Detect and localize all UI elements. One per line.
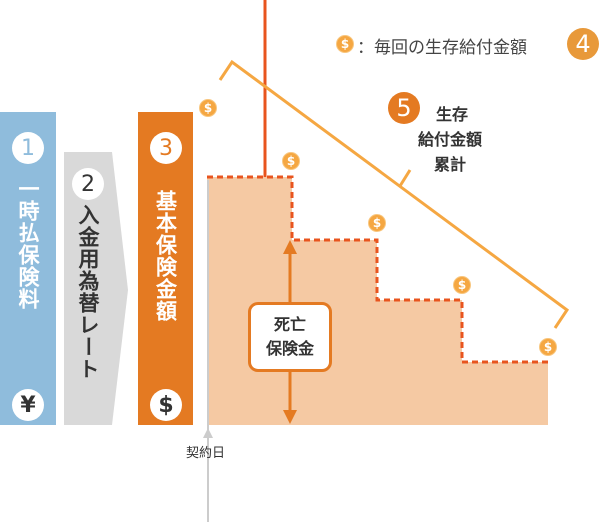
death-benefit-line1: 死亡 <box>273 315 306 334</box>
exchange-rate-label: 入金用為替レート <box>76 204 100 380</box>
coin-icon: $ <box>539 338 557 356</box>
cumulative-label-line3: 累計 <box>433 155 466 174</box>
cumulative-label-line1: 生存 <box>435 105 468 124</box>
coin-icon: $ <box>199 99 217 117</box>
premium-bar: 1 一時払保険料 ¥ <box>0 112 56 425</box>
number-5-badge: 5 <box>388 92 420 124</box>
exchange-rate-arrow <box>64 152 128 425</box>
death-benefit-box: 死亡 保険金 <box>248 302 332 372</box>
legend-text: ：毎回の生存給付金額 <box>357 38 527 58</box>
arrow-down-icon <box>283 410 297 424</box>
basic-insurance-label: 基本保険金額 <box>153 190 178 322</box>
legend-coin-icon: $ <box>336 35 354 53</box>
coin-icon: $ <box>453 276 471 294</box>
number-1-badge: 1 <box>12 132 44 164</box>
contract-date-label: 契約日 <box>186 446 226 461</box>
arrow-up-icon <box>283 240 297 254</box>
cumulative-label: 生存 給付金額 累計 <box>400 102 500 177</box>
coin-icon: $ <box>368 214 386 232</box>
coin-icon: $ <box>282 152 300 170</box>
number-4-badge: 4 <box>567 28 599 60</box>
death-benefit-line2: 保険金 <box>265 339 314 358</box>
benefit-dashed-line <box>207 175 548 364</box>
cumulative-bracket <box>218 59 570 329</box>
premium-label: 一時払保険料 <box>16 178 40 310</box>
number-3-badge: 3 <box>150 132 182 164</box>
yen-icon: ¥ <box>12 389 44 421</box>
number-2-badge: 2 <box>72 168 104 200</box>
basic-insurance-bar: 3 基本保険金額 $ <box>138 112 193 425</box>
dollar-icon: $ <box>150 389 182 421</box>
cumulative-label-line2: 給付金額 <box>417 130 482 149</box>
contract-date-arrow-icon <box>203 428 213 438</box>
exchange-rate-block: 2 入金用為替レート <box>64 152 112 425</box>
bracket-tick <box>398 169 412 187</box>
